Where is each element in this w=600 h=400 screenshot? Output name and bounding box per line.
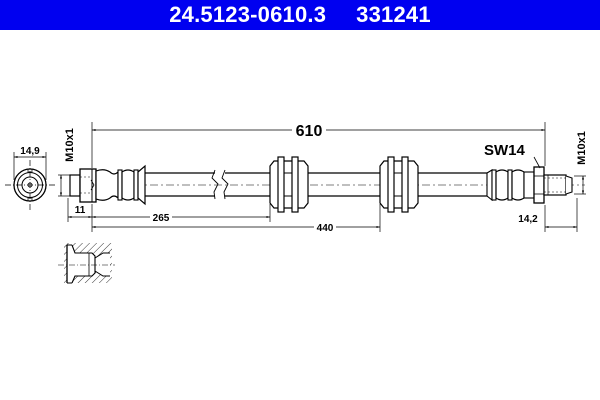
right-fitting-length-label: 14,2 — [518, 214, 538, 225]
left-thread-label: M10x1 — [64, 128, 76, 162]
hose-body — [70, 169, 585, 200]
right-thread-label: M10x1 — [576, 131, 588, 165]
grommet-2 — [379, 156, 419, 213]
port-section-view — [58, 243, 115, 284]
first-grommet-label: 265 — [153, 213, 170, 224]
part-number: 24.5123-0610.3 — [169, 2, 327, 27]
end-diameter-label: 14,9 — [20, 146, 40, 157]
left-fitting — [69, 164, 146, 206]
fitting-length-label: 11 — [75, 205, 86, 216]
article-number: 331241 — [356, 2, 431, 27]
overall-length-dimension: 610 — [91, 122, 546, 168]
overall-length-label: 610 — [296, 123, 323, 140]
right-fitting — [486, 166, 573, 204]
first-grommet-dimension: 265 — [92, 204, 271, 224]
fitting-length-dimension: 11 — [67, 198, 93, 232]
hex-size-label: SW14 — [484, 142, 526, 159]
right-fitting-length-dimension: 14,2 — [518, 198, 578, 232]
right-thread-dimension: M10x1 — [574, 131, 588, 195]
second-grommet-dimension: 440 — [92, 204, 381, 234]
grommet-1 — [269, 156, 309, 213]
second-grommet-label: 440 — [317, 223, 334, 234]
end-view: 14,9 — [5, 146, 55, 210]
title-bar: 24.5123-0610.3 331241 — [0, 0, 600, 30]
